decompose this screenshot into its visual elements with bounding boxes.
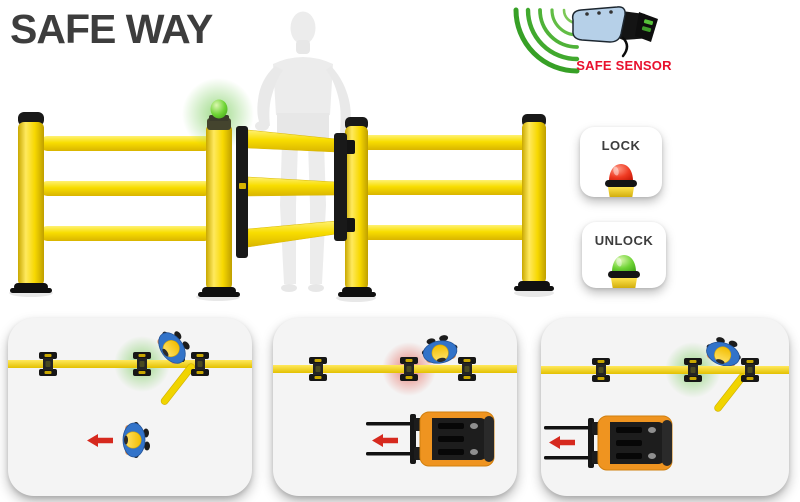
barrier-post-hinge	[338, 117, 376, 297]
gate-latch	[239, 183, 246, 189]
direction-arrow-left	[87, 434, 113, 447]
ground-shadows	[9, 289, 554, 302]
barrier-post-right	[514, 114, 554, 291]
barrier-rail-topview	[541, 366, 789, 374]
open-gate-topview	[714, 373, 746, 412]
diagram-panel-forklift-unlocked	[541, 318, 789, 496]
sensor-label: SAFE SENSOR	[576, 58, 672, 73]
barrier-rails-right	[360, 135, 532, 240]
unlock-status-card: UNLOCK	[582, 222, 666, 288]
barrier-gate-illustration	[9, 11, 554, 302]
barrier-rails-left	[40, 136, 212, 241]
diagram-panel-forklift-locked	[273, 318, 517, 496]
swing-gate-open	[236, 126, 355, 258]
barrier-rail-topview	[8, 360, 252, 368]
lock-label: LOCK	[601, 138, 641, 153]
green-beacon-icon	[608, 255, 640, 288]
worker-walking-icon	[122, 421, 151, 459]
green-beacon-light	[210, 99, 228, 119]
barrier-rail-topview	[273, 365, 517, 373]
safe-sensor-icon	[571, 6, 658, 58]
direction-arrow-left	[549, 436, 575, 449]
lock-status-card: LOCK	[580, 127, 662, 197]
diagram-panel-pedestrian-unlocked	[8, 318, 252, 496]
direction-arrow-left	[372, 434, 398, 447]
barrier-post-left	[10, 112, 52, 293]
page-title: SAFE WAY	[10, 6, 213, 52]
unlock-label: UNLOCK	[594, 233, 654, 248]
open-gate-topview	[160, 363, 195, 405]
red-beacon-icon	[605, 164, 637, 197]
sensor-signal-waves-icon	[513, 7, 580, 74]
